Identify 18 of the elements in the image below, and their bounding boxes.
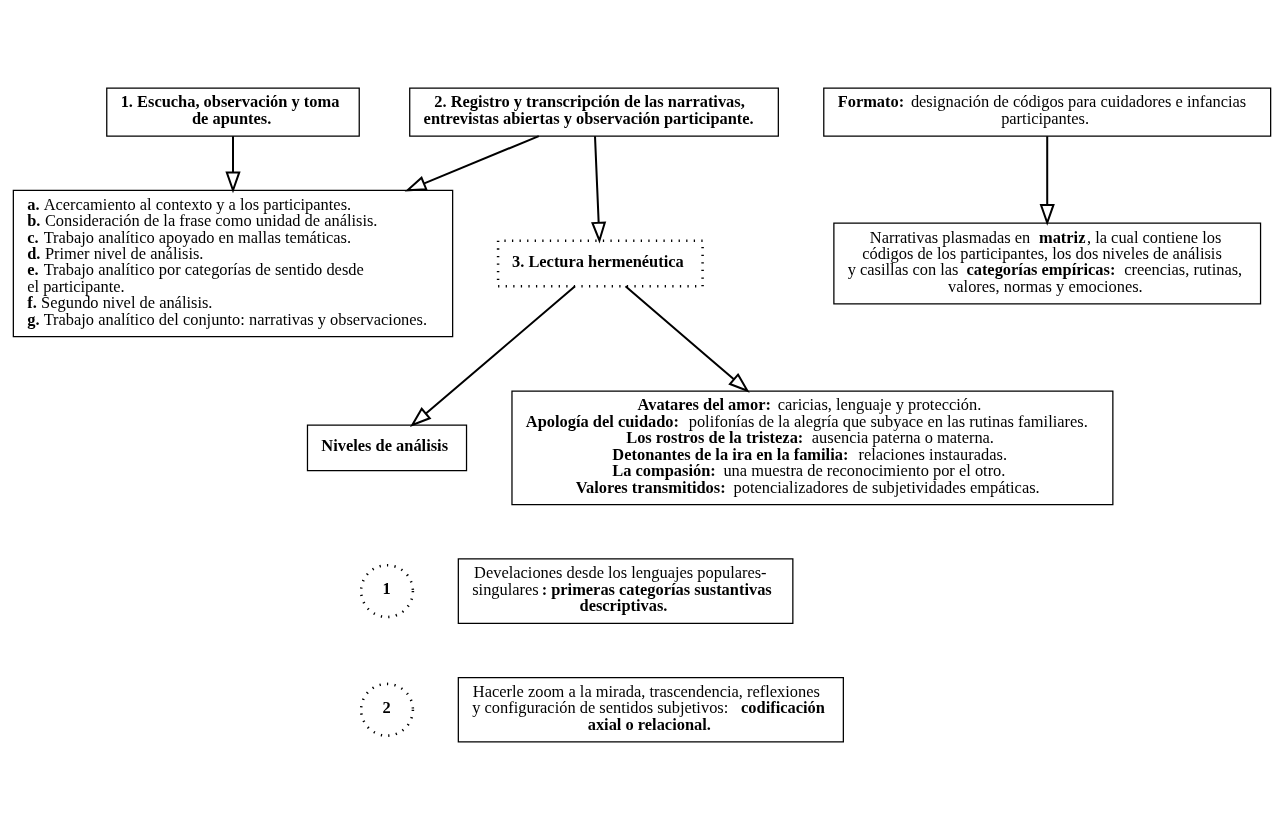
arrow — [225, 135, 241, 193]
node-box: 2. Registro y transcripción de las narrativas, entrevistas abiertas y observación participante. — [409, 86, 779, 137]
node-box: a. Acercamiento al contexto y a los participantes. b. Consideración de la frase como unidad de análisis. c. Trabajo analítico apoyado en mallas temáticas. d. Primer nivel de análisis. e. Trabajo analítico por categorías de sentido desde el participante. f. Segundo nivel de análisis. g. Trabajo analítico del conjunto: narrativas y observaciones. — [12, 189, 454, 337]
node-box: Narrativas plasmadas en matriz, la cual contiene los códigos de los participantes, los dos niveles de análisis y casillas con las categorías empíricas: creencias, rutinas, valores, normas y emociones. — [833, 222, 1262, 305]
node-box: Formato: designación de códigos para cuidadores e infancias participantes. — [823, 86, 1272, 137]
arrow — [409, 285, 576, 427]
node-box: Niveles de análisis — [306, 423, 468, 471]
arrow — [624, 285, 750, 393]
node-box: Avatares del amor: caricias, lenguaje y protección. Apología del cuidado: polifonías de la alegría que subyace en las rutinas familiares. Los rostros de la tristeza: ausencia paterna o materna. Detonantes de la ira en la familia: relaciones instauradas. La compasión: una muestra de reconocimiento por el otro. Valores transmitidos: potencializadores de subjetividades empáticas. — [511, 389, 1114, 505]
arrow — [591, 135, 607, 244]
node-circle: 1 — [359, 563, 415, 618]
node-box: Develaciones desde los lenguajes populares- singulares: primeras categorías sustantivas descriptivas. — [457, 557, 794, 624]
node-box: 1. Escucha, observación y toma de apuntes. — [106, 86, 360, 137]
arrow — [404, 134, 540, 191]
node-box: Hacerle zoom a la mirada, trascendencia, reflexiones y configuración de sentidos subjetivos: codificación axial o relacional. — [457, 676, 844, 743]
arrow — [1039, 135, 1055, 226]
node-box: 3. Lectura hermenéutica — [496, 239, 704, 287]
node-circle: 2 — [359, 682, 415, 737]
